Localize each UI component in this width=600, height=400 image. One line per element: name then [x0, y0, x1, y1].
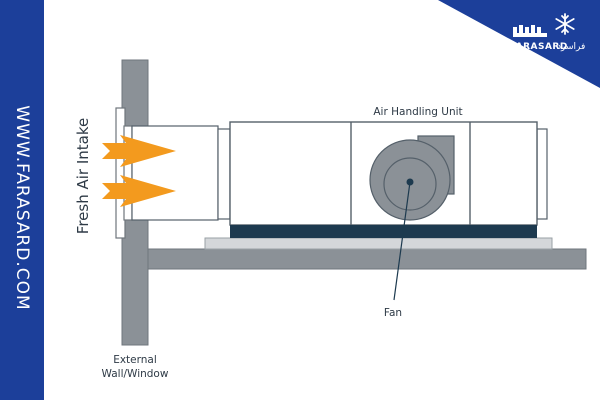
unit-label: Air Handling Unit — [373, 106, 462, 118]
intake-duct — [131, 125, 219, 221]
intake-arrows — [102, 135, 176, 207]
intake-label: Fresh Air Intake — [74, 118, 92, 234]
logo-text: FARASARD — [510, 42, 568, 52]
logo-gear-teeth — [513, 25, 547, 37]
intake-arrow — [102, 175, 176, 207]
wall-label-line1: External — [113, 354, 157, 366]
mounting-base — [204, 237, 553, 250]
outlet-flange — [536, 128, 548, 220]
inlet-flange — [217, 128, 231, 220]
wall-label-line2: Wall/Window — [102, 368, 169, 380]
ahu-base — [230, 225, 537, 238]
logo-text-arabic: فراسرد — [557, 42, 586, 52]
fan-leader-line — [393, 181, 411, 301]
floor-slab — [147, 248, 587, 270]
snowflake-icon — [555, 13, 575, 35]
intake-arrow — [102, 135, 176, 167]
fan-label: Fan — [384, 307, 402, 319]
side-brand-band — [0, 0, 44, 400]
